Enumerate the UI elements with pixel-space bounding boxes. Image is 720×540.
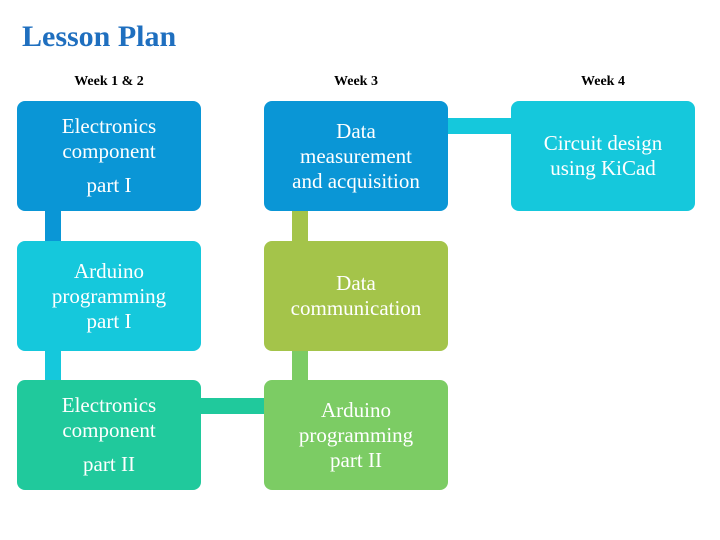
box-data-communication: Data communication [264, 241, 448, 351]
box-line: Electronics [61, 114, 157, 138]
week-1-2-header: Week 1 & 2 [74, 74, 144, 89]
box-electronics-component-part-2: Electronics component part II [17, 380, 201, 490]
connector-arduino1-electronics2 [45, 349, 61, 381]
box-circuit-design-kicad: Circuit design using KiCad [511, 101, 695, 211]
connector-datameasure-circuitdesign [447, 118, 512, 134]
box-electronics-component-part-1: Electronics component part I [17, 101, 201, 211]
connector-arduino2-datacomm [292, 349, 308, 381]
week-4-header: Week 4 [581, 74, 625, 89]
box-line: Data [336, 118, 376, 143]
page-title: Lesson Plan [22, 20, 177, 53]
box-line: programming [298, 422, 414, 447]
box-line: component [62, 418, 156, 442]
box-line: part II [330, 447, 382, 472]
connector-electronics1-arduino1 [45, 210, 61, 242]
connector-datacomm-datameasure [292, 210, 308, 242]
box-line: part I [86, 173, 132, 197]
week-3-header: Week 3 [334, 74, 378, 89]
box-line: Data [336, 271, 376, 295]
box-line: using KiCad [550, 156, 656, 180]
box-line: measurement [300, 143, 412, 168]
box-line: Electronics [61, 393, 157, 417]
box-line: Circuit design [543, 131, 663, 155]
box-line: component [62, 139, 156, 163]
box-arduino-programming-part-2: Arduino programming part II [264, 380, 448, 490]
box-line: communication [290, 296, 422, 320]
box-line: and acquisition [292, 168, 420, 193]
box-arduino-programming-part-1: Arduino programming part I [17, 241, 201, 351]
box-data-measurement-acquisition: Data measurement and acquisition [264, 101, 448, 211]
box-line: Arduino [321, 397, 391, 422]
box-line: part II [83, 452, 135, 476]
box-line: programming [51, 283, 167, 308]
box-line: Arduino [74, 258, 144, 283]
box-line: part I [86, 308, 132, 333]
connector-electronics2-arduino2 [200, 398, 265, 414]
